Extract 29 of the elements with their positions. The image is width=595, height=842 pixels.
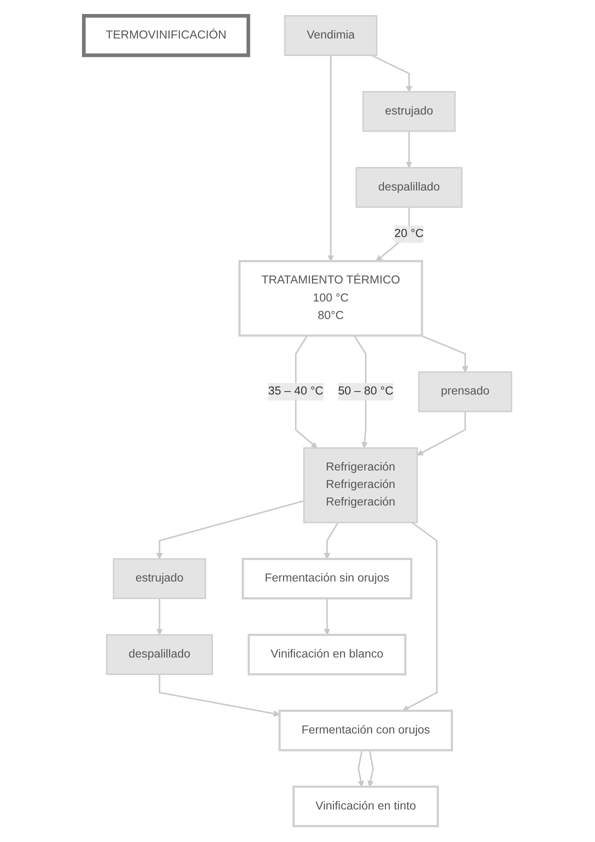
node-box: Fermentación con orujos: [278, 710, 453, 752]
arrow: [158, 674, 280, 717]
node-box: TRATAMIENTO TÉRMICO 100 °C 80°C: [238, 260, 423, 337]
edge-label: 20 °C: [394, 228, 424, 240]
node-box: estrujado: [362, 91, 456, 132]
arrow: [406, 131, 412, 168]
arrow: [327, 55, 334, 262]
node-box: Vendimia: [284, 15, 378, 56]
arrow: [324, 522, 339, 560]
arrow: [358, 750, 364, 788]
arrow: [420, 334, 468, 372]
arrow: [156, 598, 163, 636]
node-box: despalillado: [106, 634, 213, 676]
arrow: [370, 54, 412, 92]
node-box: despalillado: [355, 166, 462, 208]
node-box: estrujado: [112, 558, 206, 600]
node-box: Fermentación sin orujos: [242, 558, 412, 600]
node-box: Vinificación en tinto: [292, 786, 439, 828]
edge-label: 35 – 40 °C: [268, 385, 324, 398]
arrow: [367, 750, 374, 788]
arrow: [402, 522, 438, 712]
arrow: [416, 412, 466, 456]
arrow: [156, 500, 304, 560]
node-box: TERMOVINIFICACIÓN: [82, 14, 250, 58]
node-box: Refrigeración Refrigeración Refrigeración: [303, 447, 418, 524]
arrow: [324, 598, 330, 636]
node-box: Vinificación en blanco: [248, 634, 406, 676]
node-box: prensado: [418, 371, 512, 412]
edge-label: 50 – 80 °C: [338, 385, 394, 398]
